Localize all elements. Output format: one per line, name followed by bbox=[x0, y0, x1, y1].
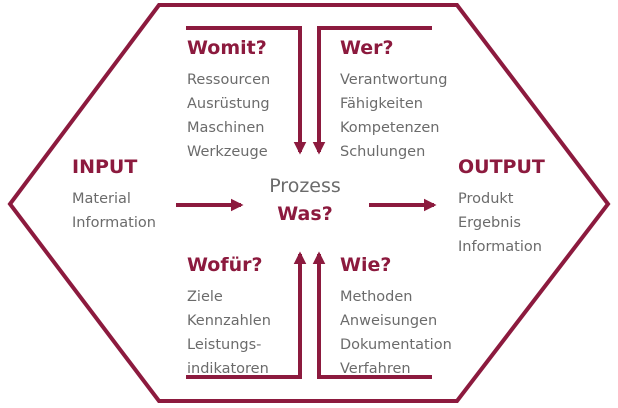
wofuer-title: Wofür? bbox=[187, 254, 263, 276]
list-item: Leistungs- bbox=[187, 337, 262, 353]
list-item: indikatoren bbox=[187, 361, 269, 377]
wofuer-block: Wofür? Ziele Kennzahlen Leistungs- indik… bbox=[187, 253, 271, 381]
output-list: Produkt Ergebnis Information bbox=[458, 187, 545, 259]
list-item: Kennzahlen bbox=[187, 313, 271, 329]
wer-block: Wer? Verantwortung Fähigkeiten Kompetenz… bbox=[340, 36, 447, 164]
womit-list: Ressourcen Ausrüstung Maschinen Werkzeug… bbox=[187, 68, 270, 164]
arrow-wie bbox=[312, 251, 432, 379]
list-item: Ressourcen bbox=[187, 72, 271, 88]
process-center: Prozess Was? bbox=[230, 172, 380, 228]
list-item: Methoden bbox=[340, 289, 413, 305]
wofuer-list: Ziele Kennzahlen Leistungs- indikatoren bbox=[187, 285, 271, 381]
list-item: Verfahren bbox=[340, 361, 411, 377]
wie-block: Wie? Methoden Anweisungen Dokumentation … bbox=[340, 253, 452, 381]
list-item: Verantwortung bbox=[340, 72, 448, 88]
list-item: Dokumentation bbox=[340, 337, 452, 353]
list-item: Ergebnis bbox=[458, 215, 521, 231]
list-item: Ziele bbox=[187, 289, 223, 305]
list-item: Schulungen bbox=[340, 144, 426, 160]
womit-title: Womit? bbox=[187, 37, 267, 59]
list-item: Ausrüstung bbox=[187, 96, 270, 112]
input-title: INPUT bbox=[72, 156, 138, 178]
list-item: Kompetenzen bbox=[340, 120, 440, 136]
arrow-wofuer bbox=[186, 251, 307, 379]
arrow-wer bbox=[312, 26, 432, 155]
wie-title: Wie? bbox=[340, 254, 392, 276]
wer-list: Verantwortung Fähigkeiten Kompetenzen Sc… bbox=[340, 68, 447, 164]
list-item: Produkt bbox=[458, 191, 514, 207]
input-block: INPUT Material Information bbox=[72, 155, 156, 235]
list-item: Anweisungen bbox=[340, 313, 438, 329]
list-item: Fähigkeiten bbox=[340, 96, 423, 112]
output-block: OUTPUT Produkt Ergebnis Information bbox=[458, 155, 545, 259]
process-question: Was? bbox=[277, 203, 333, 225]
process-label: Prozess bbox=[269, 175, 341, 197]
womit-block: Womit? Ressourcen Ausrüstung Maschinen W… bbox=[187, 36, 270, 164]
list-item: Information bbox=[72, 215, 156, 231]
hexagon-border bbox=[7, 3, 611, 403]
list-item: Werkzeuge bbox=[187, 144, 268, 160]
arrow-womit bbox=[186, 26, 307, 155]
list-item: Maschinen bbox=[187, 120, 265, 136]
input-list: Material Information bbox=[72, 187, 156, 235]
wie-list: Methoden Anweisungen Dokumentation Verfa… bbox=[340, 285, 452, 381]
list-item: Information bbox=[458, 239, 542, 255]
list-item: Material bbox=[72, 191, 131, 207]
output-title: OUTPUT bbox=[458, 156, 545, 178]
wer-title: Wer? bbox=[340, 37, 394, 59]
